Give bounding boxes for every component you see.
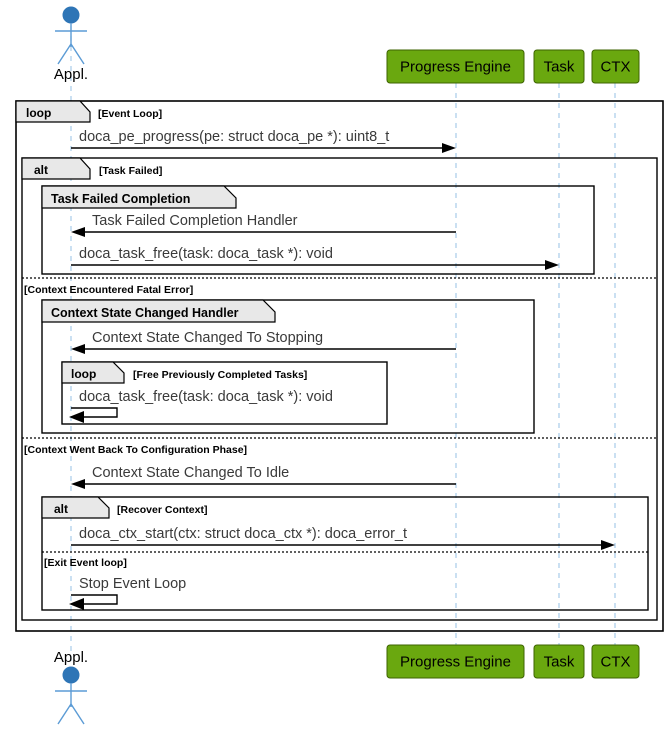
alt-branch-condition-context-fatal-error: [Context Encountered Fatal Error] (24, 284, 193, 296)
message-stop-event-loop[interactable]: Stop Event Loop (69, 576, 186, 610)
fragment-loop-free-completed-tasks-condition: [Free Previously Completed Tasks] (133, 369, 307, 381)
message-label-doca-task-free-self: doca_task_free(task: doca_task *): void (79, 389, 333, 405)
participant-label-progress-engine-top: Progress Engine (400, 58, 511, 75)
group-task-failed-completion-border (41, 185, 595, 275)
actor-head-icon (62, 6, 80, 24)
lifelines (70, 26, 616, 665)
fragment-loop-event-loop-operator: loop (26, 106, 51, 120)
message-label-doca-task-free-task: doca_task_free(task: doca_task *): void (79, 246, 333, 262)
fragment-loop-event-loop[interactable]: loop [Event Loop] (15, 100, 664, 632)
participant-box-task-top[interactable] (533, 49, 585, 84)
group-task-failed-completion-label: Task Failed Completion (51, 192, 190, 206)
fragment-loop-free-completed-tasks-operator: loop (71, 367, 96, 381)
message-doca-task-free-task[interactable]: doca_task_free(task: doca_task *): void (71, 246, 559, 270)
fragment-alt-recover-context-tab (41, 496, 110, 519)
group-context-state-changed-handler-tab (41, 299, 276, 323)
fragment-alt-branch-context-back-to-config: [Context Went Back To Configuration Phas… (22, 437, 657, 456)
message-label-stop-event-loop: Stop Event Loop (79, 576, 186, 592)
actor-leg-left-icon (57, 43, 72, 65)
message-arrowhead-context-state-changed-to-idle (71, 479, 85, 489)
actor-leg-right-bottom-icon (70, 703, 85, 725)
alt-branch-condition-exit-event-loop: [Exit Event loop] (44, 557, 127, 569)
participant-label-ctx-top: CTX (601, 58, 631, 75)
fragment-loop-free-completed-tasks[interactable]: loop [Free Previously Completed Tasks] (61, 361, 388, 425)
message-label-doca-ctx-start: doca_ctx_start(ctx: struct doca_ctx *): … (79, 526, 407, 542)
fragment-loop-event-loop-condition: [Event Loop] (98, 108, 162, 120)
message-arrowhead-doca-task-free-task (545, 260, 559, 270)
message-arrowhead-doca-task-free-self (69, 411, 84, 423)
participant-label-appl-bottom: Appl. (54, 649, 88, 666)
message-context-state-changed-to-stopping[interactable]: Context State Changed To Stopping (71, 330, 456, 354)
fragment-alt-task-failed[interactable]: alt [Task Failed] (21, 157, 658, 621)
fragment-alt-recover-context-border (41, 496, 649, 611)
participant-box-ctx-top[interactable] (591, 49, 640, 84)
participant-progress-engine-bottom[interactable]: Progress Engine (386, 644, 525, 679)
message-doca-ctx-start[interactable]: doca_ctx_start(ctx: struct doca_ctx *): … (71, 526, 615, 550)
actor-leg-left-bottom-icon (57, 703, 72, 725)
participant-appl-bottom[interactable]: Appl. (54, 649, 88, 725)
participant-box-progress-engine-bottom[interactable] (386, 644, 525, 679)
fragment-loop-free-completed-tasks-border (61, 361, 388, 425)
alt-branch-condition-context-back-to-config: [Context Went Back To Configuration Phas… (24, 444, 247, 456)
participant-task-bottom[interactable]: Task (533, 644, 585, 679)
message-task-failed-completion-handler[interactable]: Task Failed Completion Handler (71, 213, 456, 237)
message-doca-task-free-self[interactable]: doca_task_free(task: doca_task *): void (69, 389, 333, 423)
participant-box-task-bottom[interactable] (533, 644, 585, 679)
participant-label-task-top: Task (544, 58, 575, 75)
fragment-loop-event-loop-tab (15, 100, 91, 123)
message-arrowhead-context-state-changed-to-stopping (71, 344, 85, 354)
participant-appl-top[interactable]: Appl. (54, 6, 88, 83)
participant-progress-engine-top[interactable]: Progress Engine (386, 49, 525, 84)
participant-box-ctx-bottom[interactable] (591, 644, 640, 679)
participant-label-ctx-bottom: CTX (601, 653, 631, 670)
group-task-failed-completion[interactable]: Task Failed Completion (41, 185, 595, 275)
participant-label-task-bottom: Task (544, 653, 575, 670)
fragment-alt-task-failed-tab (21, 157, 91, 180)
message-line-stop-event-loop (71, 594, 118, 605)
group-context-state-changed-handler-label: Context State Changed Handler (51, 306, 239, 320)
fragment-alt-task-failed-operator: alt (34, 163, 48, 177)
message-arrowhead-task-failed-completion-handler (71, 227, 85, 237)
fragment-alt-recover-context[interactable]: alt [Recover Context] (41, 496, 649, 611)
fragment-alt-recover-context-operator: alt (54, 502, 68, 516)
fragment-alt-task-failed-border (21, 157, 658, 621)
message-line-doca-task-free-self (71, 407, 118, 418)
message-arrowhead-stop-event-loop (69, 598, 84, 610)
group-context-state-changed-handler-border (41, 299, 535, 434)
group-task-failed-completion-tab (41, 185, 237, 209)
participant-ctx-bottom[interactable]: CTX (591, 644, 640, 679)
actor-leg-right-icon (70, 43, 85, 65)
message-label-doca-pe-progress: doca_pe_progress(pe: struct doca_pe *): … (79, 129, 389, 145)
message-arrowhead-doca-ctx-start (601, 540, 615, 550)
actor-head-bottom-icon (62, 666, 80, 684)
message-label-task-failed-completion-handler: Task Failed Completion Handler (92, 213, 298, 229)
message-label-context-state-changed-to-stopping: Context State Changed To Stopping (92, 330, 323, 346)
fragment-alt-branch-context-fatal-error: [Context Encountered Fatal Error] (22, 277, 657, 296)
participant-label-progress-engine-bottom: Progress Engine (400, 653, 511, 670)
fragment-loop-free-completed-tasks-tab (61, 361, 125, 384)
message-doca-pe-progress[interactable]: doca_pe_progress(pe: struct doca_pe *): … (71, 129, 456, 153)
participant-label-appl-top: Appl. (54, 66, 88, 83)
message-label-context-state-changed-to-idle: Context State Changed To Idle (92, 465, 289, 481)
fragment-alt-recover-context-condition: [Recover Context] (117, 504, 207, 516)
fragment-alt-task-failed-condition: [Task Failed] (99, 165, 162, 177)
participant-box-progress-engine-top[interactable] (386, 49, 525, 84)
group-context-state-changed-handler[interactable]: Context State Changed Handler (41, 299, 535, 434)
participant-ctx-top[interactable]: CTX (591, 49, 640, 84)
message-arrowhead-doca-pe-progress (442, 143, 456, 153)
fragment-alt-branch-exit-event-loop: [Exit Event loop] (42, 551, 648, 569)
message-context-state-changed-to-idle[interactable]: Context State Changed To Idle (71, 465, 456, 489)
participant-task-top[interactable]: Task (533, 49, 585, 84)
fragment-loop-event-loop-border (15, 100, 664, 632)
